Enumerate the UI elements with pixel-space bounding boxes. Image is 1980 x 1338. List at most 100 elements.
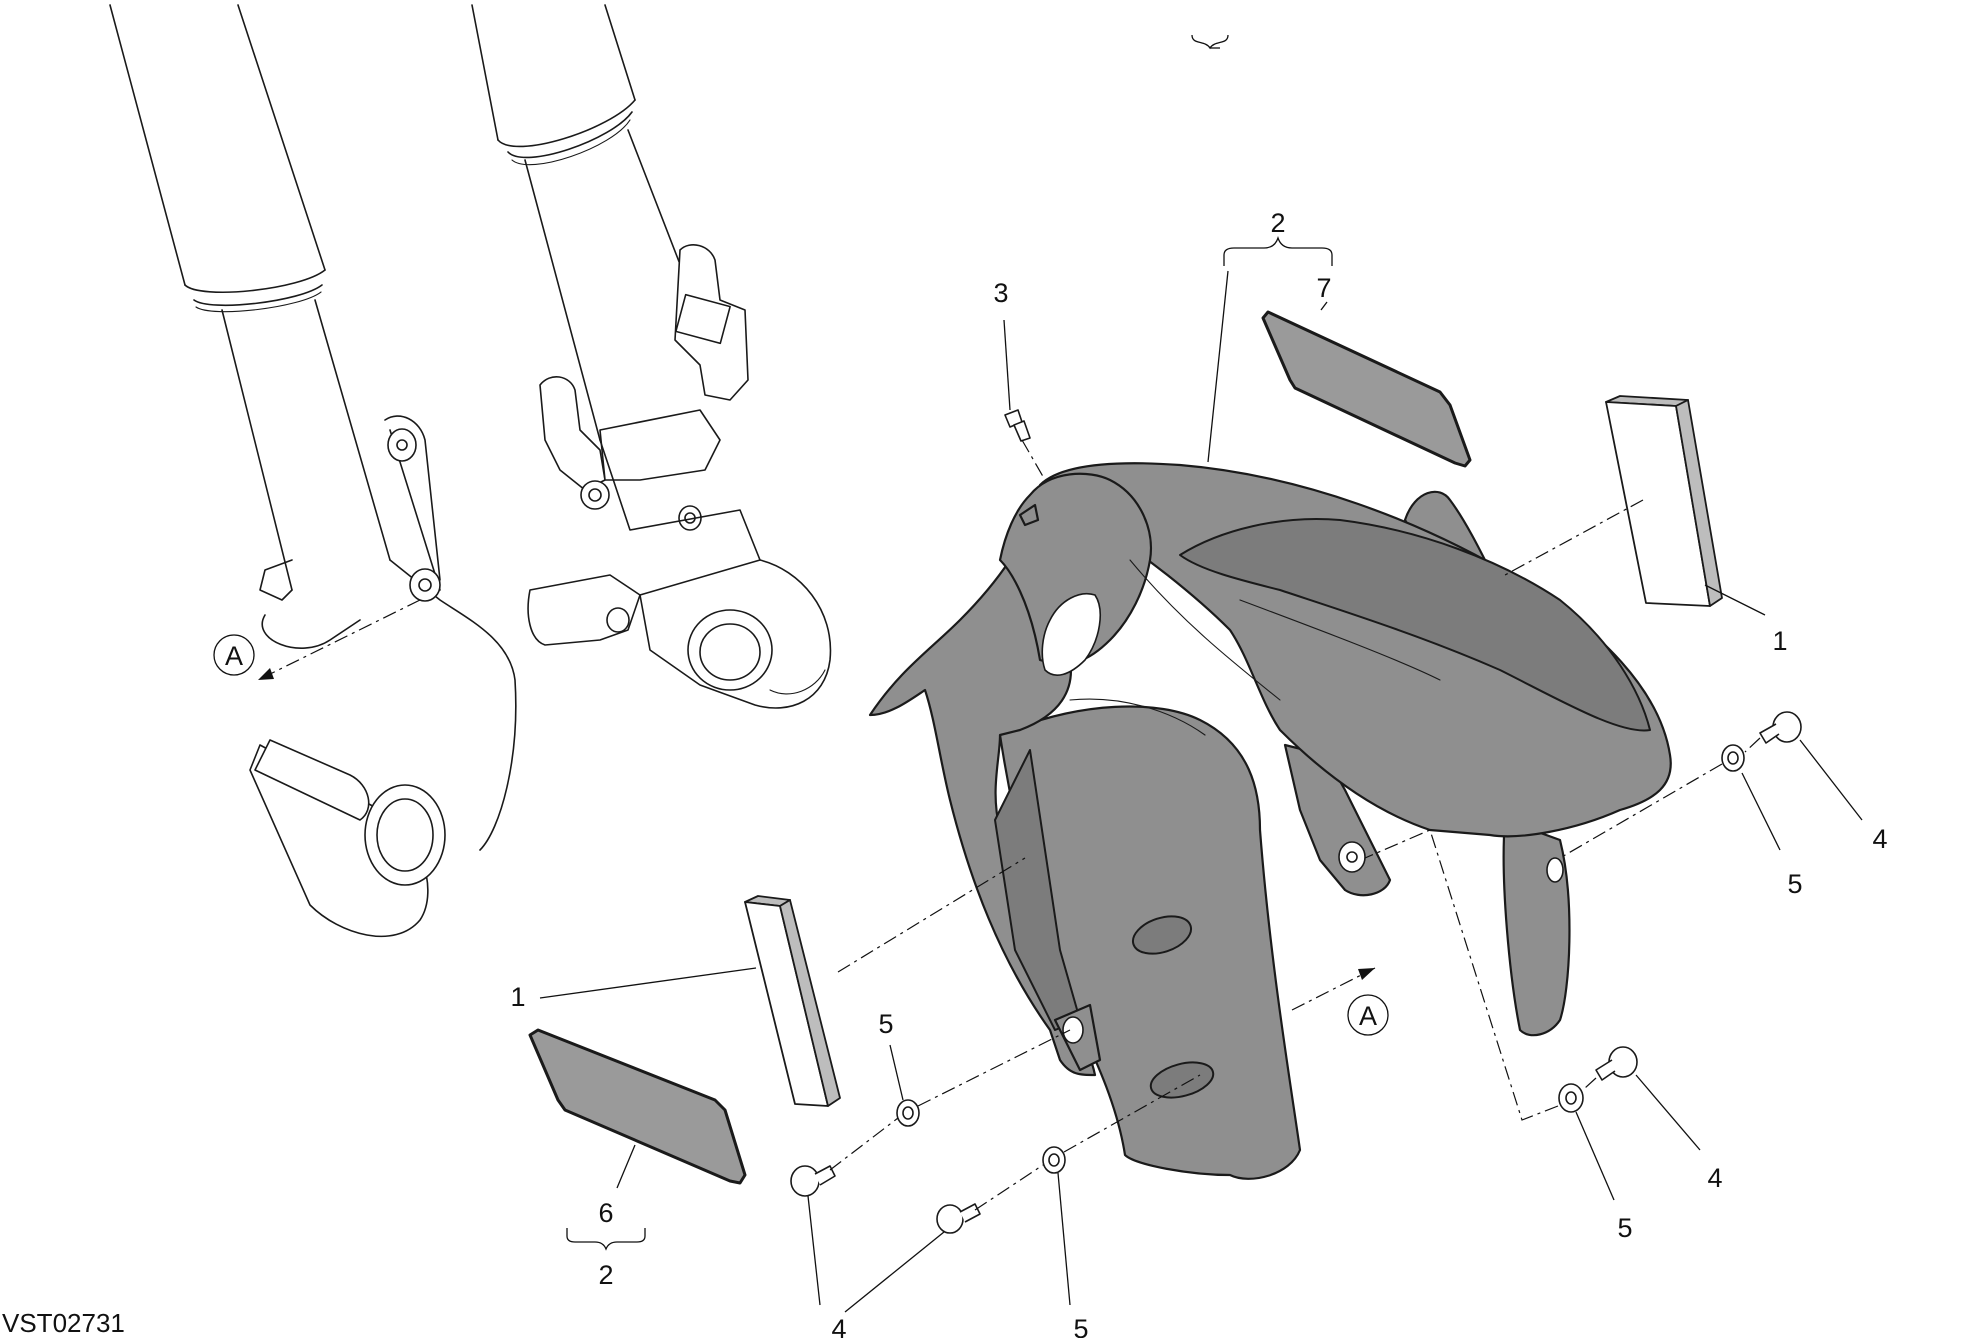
washer-5-bottom-hole: [1048, 1153, 1060, 1167]
reflector-right: [1605, 395, 1723, 607]
arrow-a-left: [258, 668, 274, 680]
callout-2-bottom: 2: [598, 1260, 613, 1290]
callout-5-right-upper: 5: [1787, 869, 1802, 899]
leader-4-right-upper: [1799, 739, 1863, 821]
screw-4-right-lower-shank: [1595, 1059, 1616, 1081]
screw-4-right-lower: [1595, 1046, 1638, 1081]
mudguard-rear-stay-hole: [1546, 857, 1564, 883]
left-fork-axle-clamp: [254, 739, 370, 821]
leader-6: [616, 1144, 636, 1189]
right-fork-lower-tube-edge-left: [524, 159, 601, 441]
assembly-line-screw-4-right-upper: [1744, 737, 1761, 753]
screw-4-left-head: [790, 1165, 820, 1197]
left-fork-lower-tube-edge-right: [314, 299, 391, 561]
assembly-line-screw-4-right-lower: [1584, 1077, 1597, 1089]
right-fork-axle-hole-inner: [699, 623, 761, 681]
left-fork-mount-tab-top-hole: [396, 439, 408, 451]
drawing-code: VST02731: [2, 1308, 125, 1338]
leader-5-bottom: [1057, 1172, 1071, 1306]
callout-numbers: 2 7 3 1 4 5 4 5 1 5 4 5 6 2: [510, 208, 1887, 1338]
arrow-a-right: [1358, 968, 1375, 980]
assembly-line-reflector-left: [837, 857, 1026, 973]
decal-7-shape: [1261, 310, 1472, 468]
screw-4-right-upper: [1759, 711, 1802, 744]
mudguard-top-crease: [1239, 599, 1441, 681]
leader-4-right-lower: [1635, 1074, 1701, 1151]
screw-4-right-upper-head: [1772, 711, 1802, 743]
callout-2-top: 2: [1270, 208, 1285, 238]
screw-3: [1004, 409, 1031, 442]
assembly-line-a-left: [257, 599, 421, 681]
decal-7: [1261, 310, 1472, 468]
right-fork-boot-bottom: [497, 99, 636, 148]
mudguard-left-wing-inner-panel: [994, 749, 1081, 1031]
right-fork-caliper-bolt-1-inner: [588, 488, 602, 502]
mudguard-top-raised-panel: [1179, 518, 1651, 732]
left-fork-caliper-tab: [259, 559, 293, 601]
screw-4-left: [790, 1165, 836, 1197]
assembly-line-screw-4-left: [829, 1117, 899, 1171]
mudguard-rear-stay-right: [1502, 818, 1571, 1037]
assembly-line-screw-4-bottom: [974, 1164, 1044, 1211]
washer-5-left-upper: [896, 1099, 920, 1127]
reference-marker-right-label: A: [1359, 1001, 1377, 1031]
mudguard-top-tab: [1018, 503, 1040, 527]
leader-4-left: [807, 1195, 821, 1306]
right-fork-ring-1: [507, 111, 633, 159]
left-fork-upper-tube-edge-left: [109, 4, 186, 286]
right-fork-lower-body-edge: [599, 439, 761, 561]
washer-5-right-lower-hole: [1565, 1091, 1577, 1105]
right-fork-caliper-mount-left: [539, 376, 606, 491]
callout-5-right-lower: 5: [1617, 1213, 1632, 1243]
washer-5-right-upper: [1721, 744, 1745, 772]
callout-5-bottom: 5: [1073, 1314, 1088, 1338]
callout-4-right-lower: 4: [1707, 1163, 1722, 1193]
mudguard-inner-stay-hole: [1346, 851, 1358, 863]
right-fork-leg: [471, 4, 832, 709]
left-fork-lower-tube-edge-left: [221, 309, 293, 591]
left-fork-ring-1: [193, 284, 323, 307]
right-fork-brake-line-clamp: [599, 409, 721, 481]
front-mudguard: [868, 462, 1672, 1180]
mudguard-front-shoulder: [998, 472, 1152, 665]
left-fork-axle-lug-upper: [261, 614, 361, 649]
leader-1-left: [539, 967, 757, 999]
screw-3-shank: [1013, 420, 1031, 442]
left-fork-axle-hole-inner: [376, 798, 434, 872]
left-fork-foot-outline: [389, 559, 517, 851]
brace-2-top: [1223, 235, 1333, 266]
leader-1-right: [1704, 584, 1766, 616]
screw-4-left-shank: [814, 1165, 836, 1186]
callout-4-right-upper: 4: [1872, 824, 1887, 854]
right-fork-axle-lug-tab-bolt: [606, 607, 630, 633]
assembly-line-washer-5-left: [917, 1029, 1071, 1107]
washer-5-bottom: [1042, 1146, 1066, 1174]
assembly-line-right-lower-to-stay: [1364, 829, 1559, 1121]
assembly-line-a-right: [1291, 967, 1376, 1011]
assembly-line-screw-3: [1021, 439, 1046, 481]
reference-marker-right-circle: [1347, 994, 1389, 1036]
callout-6: 6: [598, 1198, 613, 1228]
callout-1-left: 1: [510, 982, 525, 1012]
callout-1-right: 1: [1772, 626, 1787, 656]
brace-2-top-a: [1191, 34, 1229, 50]
washer-5-right-lower: [1558, 1083, 1584, 1113]
leader-5-left-upper: [889, 1044, 904, 1101]
screw-4-bottom: [936, 1203, 981, 1234]
right-fork-axle-lug-shade: [769, 669, 826, 695]
leader-4-bottom: [844, 1231, 945, 1313]
reference-marker-right: A: [1347, 994, 1389, 1036]
mudguard-side-window: [1041, 593, 1101, 676]
assembly-lines: [257, 439, 1761, 1211]
left-fork-mount-arm: [384, 415, 441, 581]
leader-5-right-lower: [1575, 1111, 1615, 1201]
left-fork-upper-tube-edge-right: [237, 4, 326, 271]
leader-3: [1003, 319, 1011, 411]
reflector-left-side: [779, 899, 841, 1107]
left-fork-mount-tab-bottom-hole: [418, 578, 432, 592]
leader-5-right-upper: [1741, 772, 1781, 851]
brace-2-bottom: [566, 1228, 646, 1251]
washer-5-right-upper-hole: [1727, 751, 1739, 765]
